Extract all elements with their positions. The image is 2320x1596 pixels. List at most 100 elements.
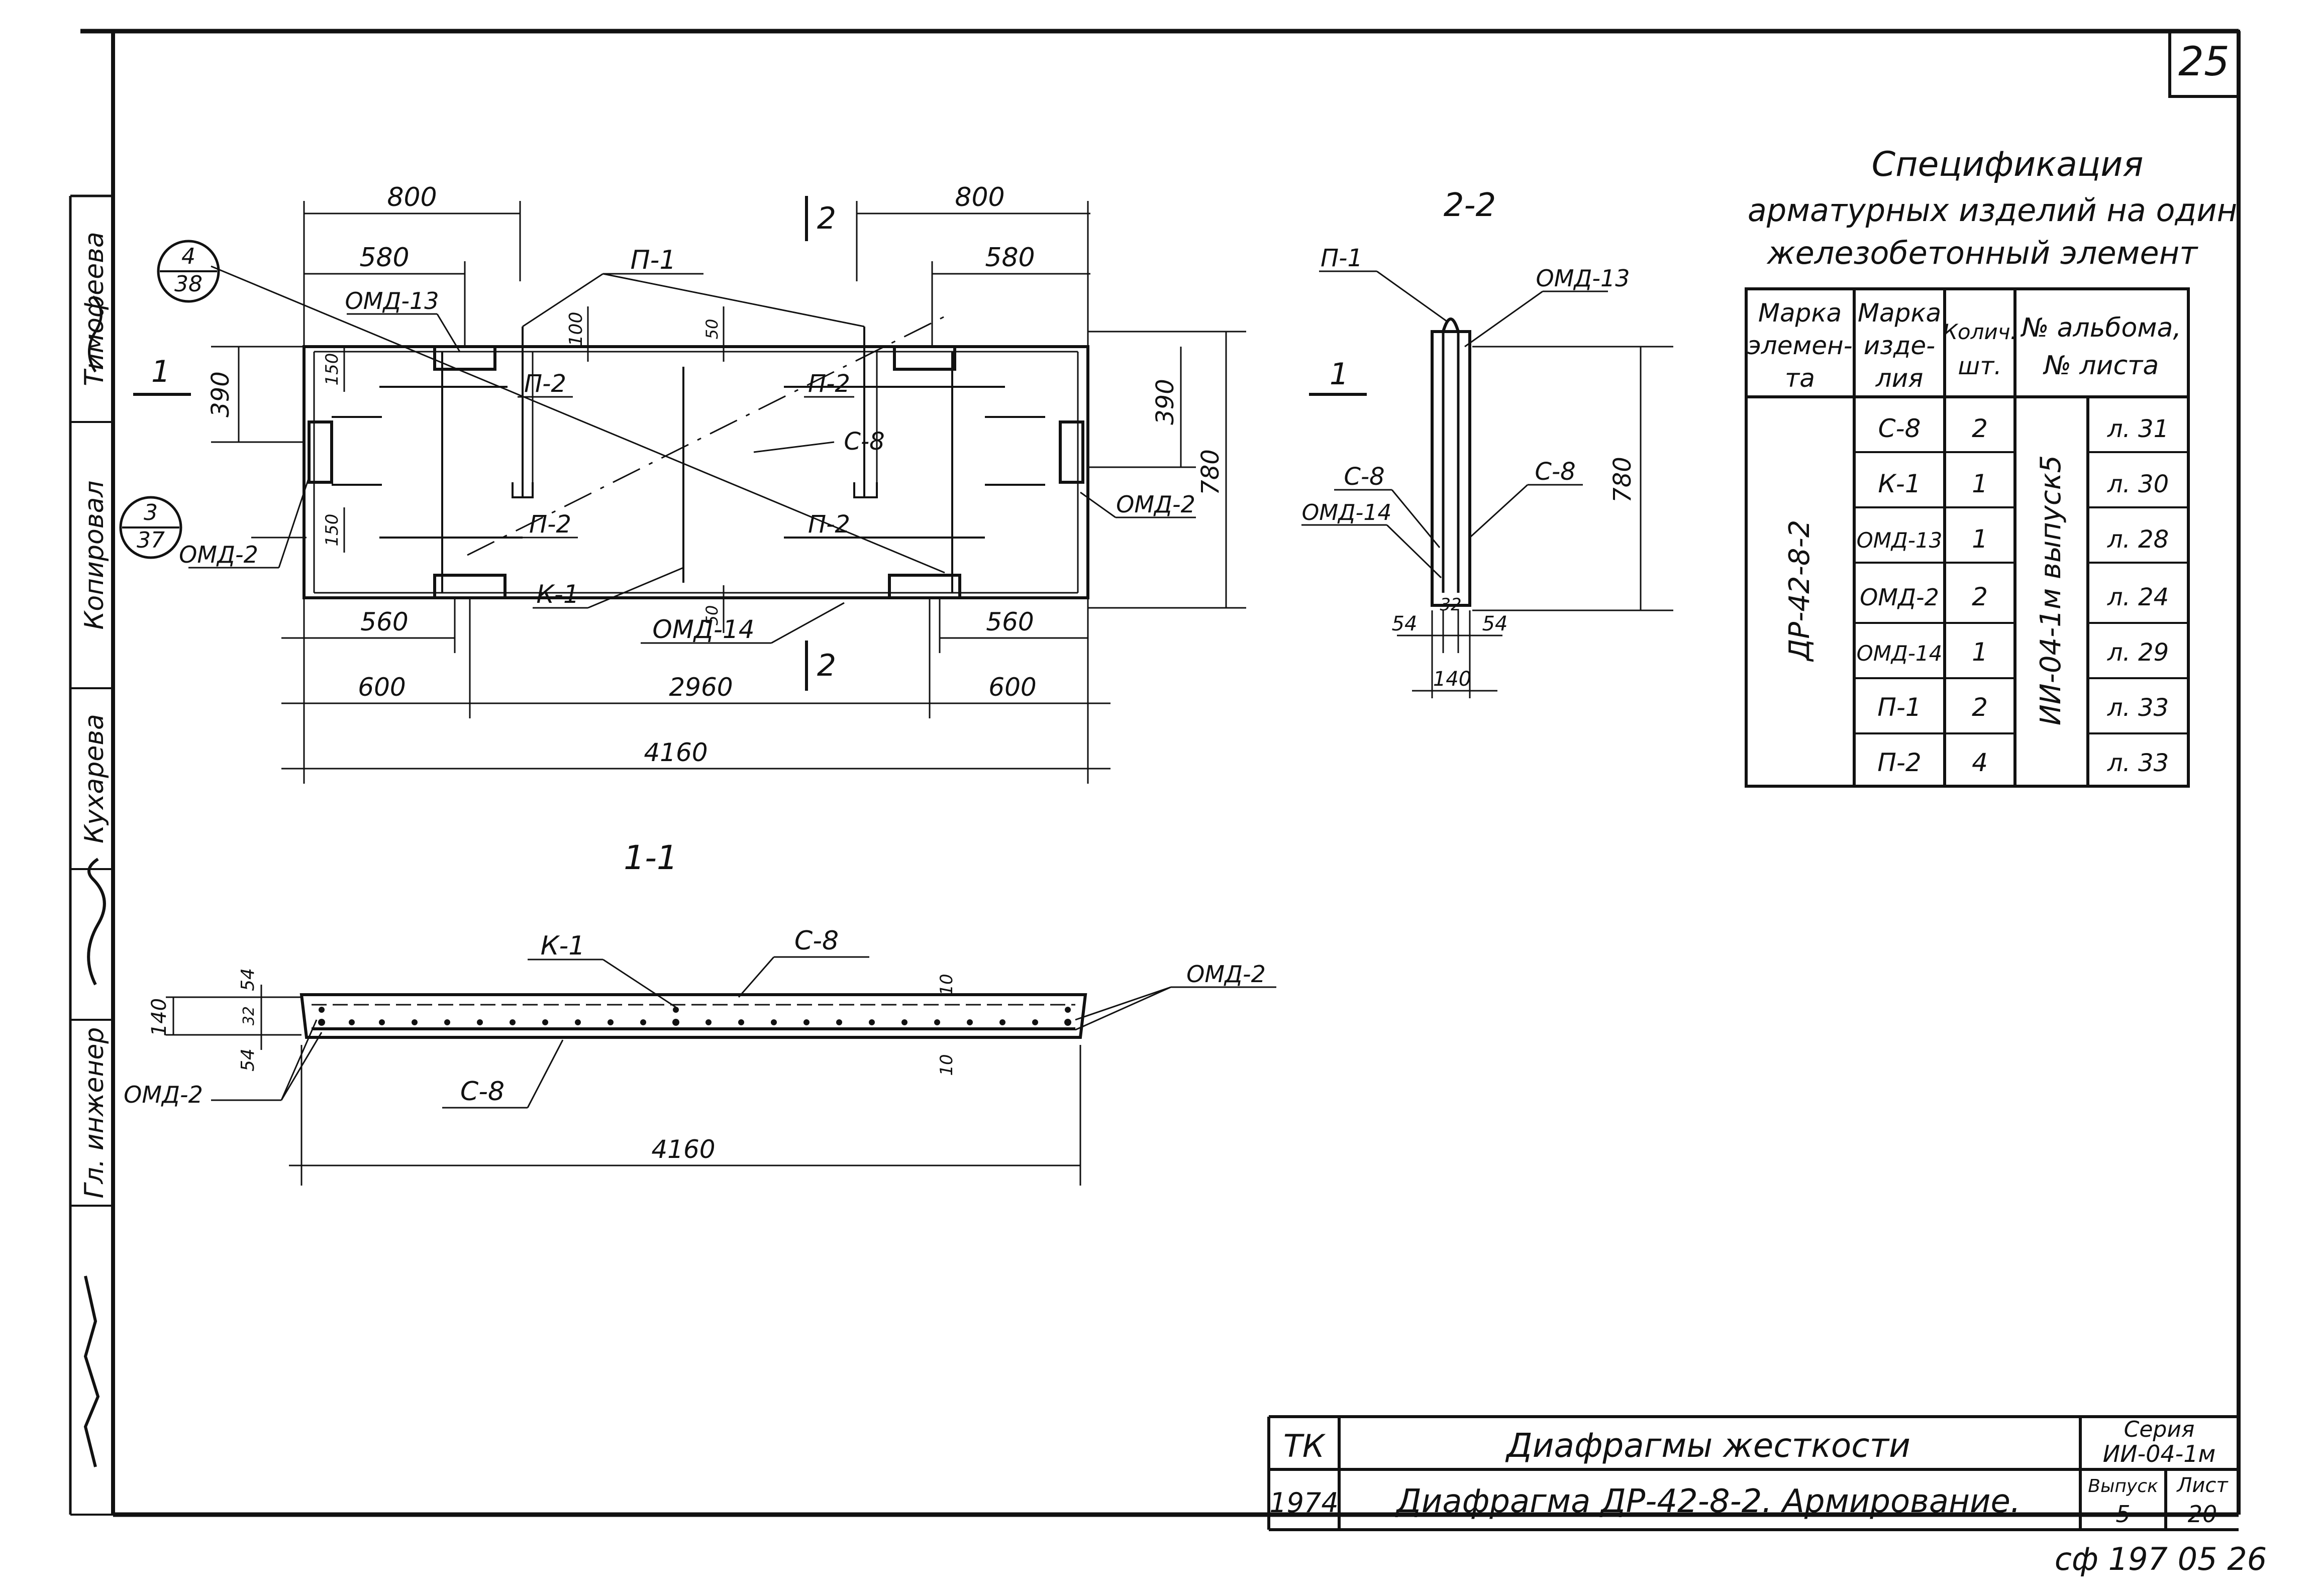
tb-sheet-value: 20	[2188, 1501, 2217, 1528]
section-2-2-mark-1: 1	[1330, 357, 1349, 392]
ref-4: 4	[181, 244, 195, 269]
tb-sheet-label: Лист	[2176, 1474, 2229, 1497]
dim-780-right: 780	[1196, 449, 1225, 495]
spec-row2-qty: 1	[1972, 469, 1988, 498]
tb-issue-label: Выпуск	[2088, 1476, 2158, 1497]
plate-omd14-right	[888, 574, 961, 599]
dim-2960: 2960	[669, 673, 733, 702]
section-mark-2-top: 2	[817, 201, 836, 236]
spec-row4-sheet: л. 24	[2107, 583, 2169, 611]
dim-4160: 4160	[644, 738, 708, 767]
dim-580-left: 580	[359, 243, 409, 273]
callout-p2-tl: П-2	[524, 370, 566, 398]
s11-c8-bottom: С-8	[460, 1077, 505, 1107]
tb-series-value: ИИ-04-1м	[2103, 1440, 2216, 1467]
callout-omd2-right: ОМД-2	[1116, 491, 1195, 518]
plate-omd2-right	[1059, 420, 1084, 484]
s22-omd13: ОМД-13	[1536, 265, 1630, 292]
spec-h1-l3: та	[1785, 364, 1815, 393]
signature-3	[83, 1275, 100, 1467]
s11-dim-length: 4160	[651, 1135, 715, 1164]
specification: Спецификация арматурных изделий на один …	[1745, 145, 2237, 788]
section-1-1: 1-1	[124, 838, 1276, 1186]
spec-row1-qty: 2	[1972, 414, 1988, 443]
spec-row2-item: К-1	[1878, 469, 1921, 498]
section-mark-1: 1	[151, 354, 170, 389]
dim-390-left: 390	[207, 371, 235, 417]
callout-c8: С-8	[844, 428, 884, 456]
tb-subtitle: Диафрагма ДР-42-8-2. Армирование.	[1395, 1483, 2021, 1520]
spec-row1-sheet: л. 31	[2107, 415, 2169, 443]
section-2-2-title: 2-2	[1444, 187, 1496, 224]
page-number-box: 25	[2168, 30, 2240, 98]
dim-50-bottom: 50	[702, 605, 722, 626]
plate-omd13-right	[893, 345, 956, 371]
spec-row7-qty: 4	[1972, 748, 1988, 777]
strip-label-1: Тимофеева	[79, 232, 110, 386]
section-1-1-title: 1-1	[624, 838, 678, 877]
spec-h1-l2: элемен-	[1747, 331, 1852, 360]
section-2-2: 2-2 1 П-1 ОМД	[1301, 187, 1673, 698]
spec-h2-l3: лия	[1875, 364, 1924, 393]
plate-omd2-left	[308, 420, 333, 484]
ref-circle-3-37: 3 37	[119, 496, 182, 559]
spec-row6-sheet: л. 33	[2107, 694, 2169, 722]
dim-150-bottom: 150	[322, 514, 342, 547]
dim-600-right: 600	[988, 673, 1036, 702]
archive-stamp: сф 197 05 26	[2055, 1541, 2267, 1577]
strip-label-3: Кухарева	[79, 714, 110, 843]
plate-omd13-left	[433, 345, 496, 371]
dim-800-right: 800	[955, 182, 1004, 212]
spec-row3-qty: 1	[1972, 524, 1988, 554]
dim-560-left: 560	[360, 607, 408, 636]
spec-row7-item: П-2	[1877, 748, 1921, 777]
spec-h3-l2: шт.	[1958, 352, 2001, 380]
spec-element: ДР-42-8-2	[1783, 520, 1816, 663]
spec-title-1: Спецификация	[1872, 145, 2144, 184]
s11-omd2-right: ОМД-2	[1186, 961, 1266, 988]
tb-year: 1974	[1269, 1487, 1338, 1519]
s22-p1: П-1	[1321, 244, 1363, 272]
dim-580-right: 580	[985, 243, 1035, 273]
dim-50-top: 50	[702, 319, 722, 340]
section-mark-2-bottom: 2	[817, 648, 836, 683]
spec-h2-l2: изде-	[1864, 331, 1935, 360]
dim-390-right: 390	[1151, 379, 1179, 425]
s11-dim-10-bottom: 10	[937, 1054, 957, 1076]
s11-dim-32: 32	[240, 1006, 258, 1025]
s11-omd2-left: ОМД-2	[124, 1081, 203, 1108]
callout-p2-br: П-2	[808, 510, 850, 539]
s22-omd14: ОМД-14	[1302, 500, 1392, 525]
title-block: ТК 1974 Диафрагмы жесткости Диафрагма ДР…	[1267, 1415, 2239, 1531]
tb-series-label: Серия	[2124, 1417, 2195, 1442]
spec-row3-item: ОМД-13	[1857, 528, 1943, 553]
spec-row5-item: ОМД-14	[1857, 641, 1943, 666]
ref-38: 38	[174, 271, 203, 297]
spec-row5-sheet: л. 29	[2107, 639, 2169, 667]
plate-omd14-left	[433, 574, 507, 599]
approval-strip: Тимофеева Копировал Кухарева Гл. инженер	[79, 232, 110, 1467]
spec-row1-item: С-8	[1878, 414, 1921, 443]
strip-label-2: Копировал	[79, 480, 110, 629]
spec-row4-qty: 2	[1972, 582, 1988, 611]
callout-omd13: ОМД-13	[345, 287, 439, 314]
signature-1	[88, 295, 103, 373]
signature-2	[87, 858, 106, 986]
callout-omd14: ОМД-14	[652, 615, 754, 644]
spec-album: ИИ-04-1м выпуск5	[2035, 455, 2067, 725]
tb-org: ТК	[1283, 1428, 1326, 1464]
spec-title-3: железобетонный элемент	[1766, 235, 2198, 271]
s22-dim-32: 32	[1440, 595, 1461, 615]
spec-h3-l1: Колич.	[1943, 320, 2017, 344]
callout-k1: К-1	[536, 580, 579, 609]
spec-h2-l1: Марка	[1858, 298, 1941, 328]
s11-k1: К-1	[541, 931, 585, 961]
s11-c8-top: С-8	[794, 926, 839, 956]
spec-row6-item: П-1	[1877, 693, 1921, 722]
spec-h4-l2: № листа	[2043, 351, 2159, 381]
ref-3: 3	[144, 500, 158, 525]
s22-c8-right: С-8	[1535, 458, 1575, 486]
sheet-frame	[69, 29, 2241, 1517]
s22-dim-54-left: 54	[1392, 612, 1418, 635]
